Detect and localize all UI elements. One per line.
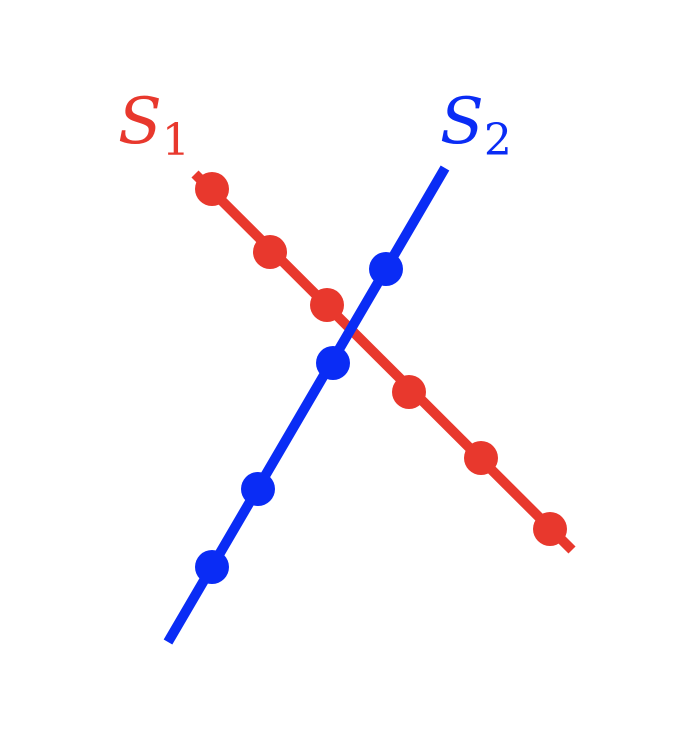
line-s2-point-3 bbox=[241, 472, 275, 506]
line-s1-point-1 bbox=[195, 172, 229, 206]
line-s1-point-2 bbox=[253, 235, 287, 269]
line-s2-point-2 bbox=[316, 346, 350, 380]
line-s1-group bbox=[191, 170, 576, 554]
line-s1-point-5 bbox=[464, 441, 498, 475]
label-s2: S2 bbox=[440, 85, 512, 166]
line-s2-point-1 bbox=[369, 252, 403, 286]
line-s2-group bbox=[163, 165, 450, 645]
line-s1-point-6 bbox=[533, 512, 567, 546]
label-s1-subscript: 1 bbox=[162, 115, 190, 166]
label-s1: S1 bbox=[118, 85, 190, 166]
label-s2-subscript: 2 bbox=[484, 115, 512, 166]
line-s1 bbox=[191, 170, 576, 554]
label-s2-main: S bbox=[440, 85, 484, 159]
line-s2-point-4 bbox=[195, 550, 229, 584]
label-s1-main: S bbox=[118, 85, 162, 159]
line-s1-point-3 bbox=[310, 288, 344, 322]
line-s1-point-4 bbox=[392, 375, 426, 409]
